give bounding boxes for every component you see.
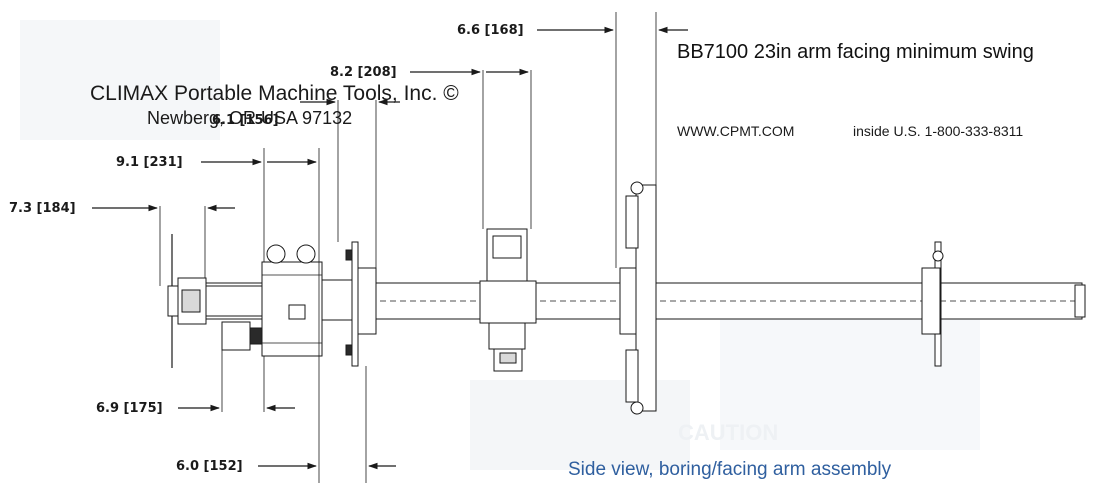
extension-lines [159, 12, 657, 483]
left-flange-plate [345, 241, 377, 367]
dim-label-6-1: 6.1 [156] [212, 113, 279, 128]
dim-label-9-1: 9.1 [231] [116, 155, 183, 170]
company-location: Newberg, OR USA 97132 [147, 108, 352, 128]
company-name: CLIMAX Portable Machine Tools, Inc. © [90, 82, 459, 105]
dim-label-6-0: 6.0 [152] [176, 459, 243, 474]
dim-label-7-3: 7.3 [184] [9, 201, 76, 216]
drawing-title: BB7100 23in arm facing minimum swing [677, 41, 1034, 63]
dim-label-6-9: 6.9 [175] [96, 401, 163, 416]
arm-head [479, 228, 537, 372]
drive-motor-assembly [167, 234, 357, 368]
right-arm-plate [619, 181, 657, 415]
dimension-arrows [92, 26, 688, 470]
watermark-text: CAUTION [678, 420, 778, 445]
company-website: WWW.CPMT.COM [677, 123, 794, 139]
far-right-flange [921, 241, 944, 367]
company-phone: inside U.S. 1-800-333-8311 [853, 123, 1023, 139]
drawing-caption: Side view, boring/facing arm assembly [568, 459, 892, 480]
dim-label-8-2: 8.2 [208] [330, 65, 397, 80]
dim-label-6-6: 6.6 [168] [457, 23, 524, 38]
